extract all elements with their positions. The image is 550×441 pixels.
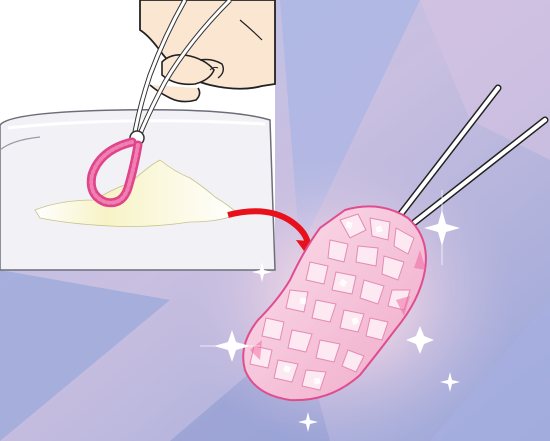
inset-panel [0,0,275,270]
